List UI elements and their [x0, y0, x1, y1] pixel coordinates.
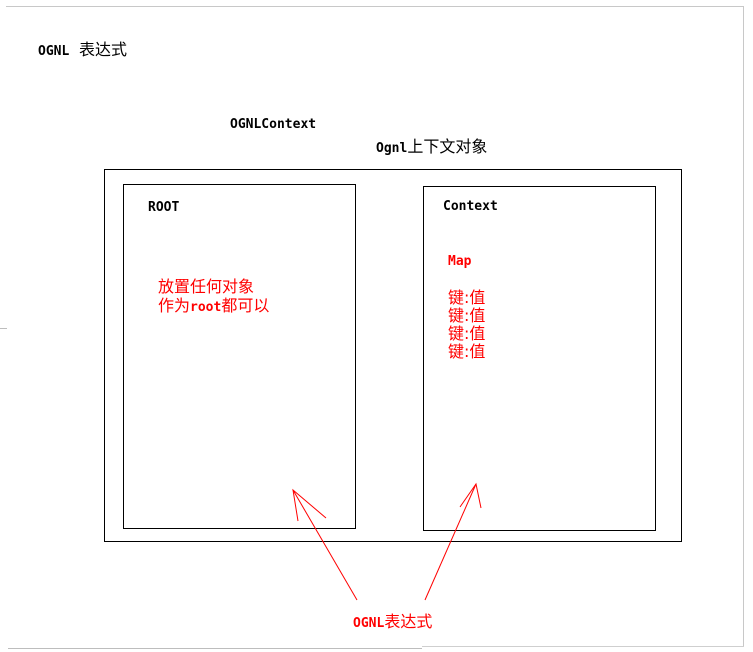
- root-panel: [123, 184, 356, 529]
- canvas-frame: [6, 6, 744, 646]
- page-title-suffix: 表达式: [78, 40, 127, 59]
- arrow-to-root-head: [292, 488, 327, 522]
- bottom-label-suffix: 表达式: [384, 612, 433, 631]
- map-entry: 键:值: [448, 306, 486, 325]
- context-panel: [423, 186, 656, 531]
- map-entry: 键:值: [448, 342, 486, 361]
- root-panel-line2-code: root: [190, 300, 222, 315]
- arrow-to-context-head: [459, 482, 482, 509]
- map-entries: 键:值 键:值 键:值 键:值: [448, 289, 485, 361]
- canvas-bottom-edge: [8, 648, 422, 649]
- context-panel-title: Context: [443, 199, 498, 214]
- ognl-context-box: [104, 169, 682, 542]
- map-label: Map: [448, 254, 472, 269]
- root-panel-line2: 作为root都可以: [158, 292, 269, 316]
- root-panel-line1: 放置任何对象: [158, 277, 255, 296]
- page-title: OGNL 表达式: [38, 36, 127, 60]
- arrow-to-root: [292, 489, 358, 601]
- canvas-bottom-edge-right: [422, 646, 744, 647]
- root-panel-title: ROOT: [148, 200, 180, 215]
- bottom-label-prefix: OGNL: [353, 616, 385, 631]
- map-entry: 键:值: [448, 288, 486, 307]
- context-label: OGNLContext: [230, 117, 317, 132]
- context-label-cn-prefix: Ognl: [376, 141, 408, 156]
- context-label-cn: Ognl上下文对象: [376, 133, 487, 157]
- bottom-label: OGNL表达式: [353, 608, 432, 632]
- map-entry: 键:值: [448, 324, 486, 343]
- root-panel-line2-suffix: 都可以: [221, 296, 270, 315]
- canvas-edge-mark: [0, 328, 7, 329]
- root-panel-line2-prefix: 作为: [158, 296, 191, 315]
- arrow-to-context: [424, 483, 477, 601]
- context-label-cn-suffix: 上下文对象: [407, 137, 488, 156]
- page-title-prefix: OGNL: [38, 44, 70, 59]
